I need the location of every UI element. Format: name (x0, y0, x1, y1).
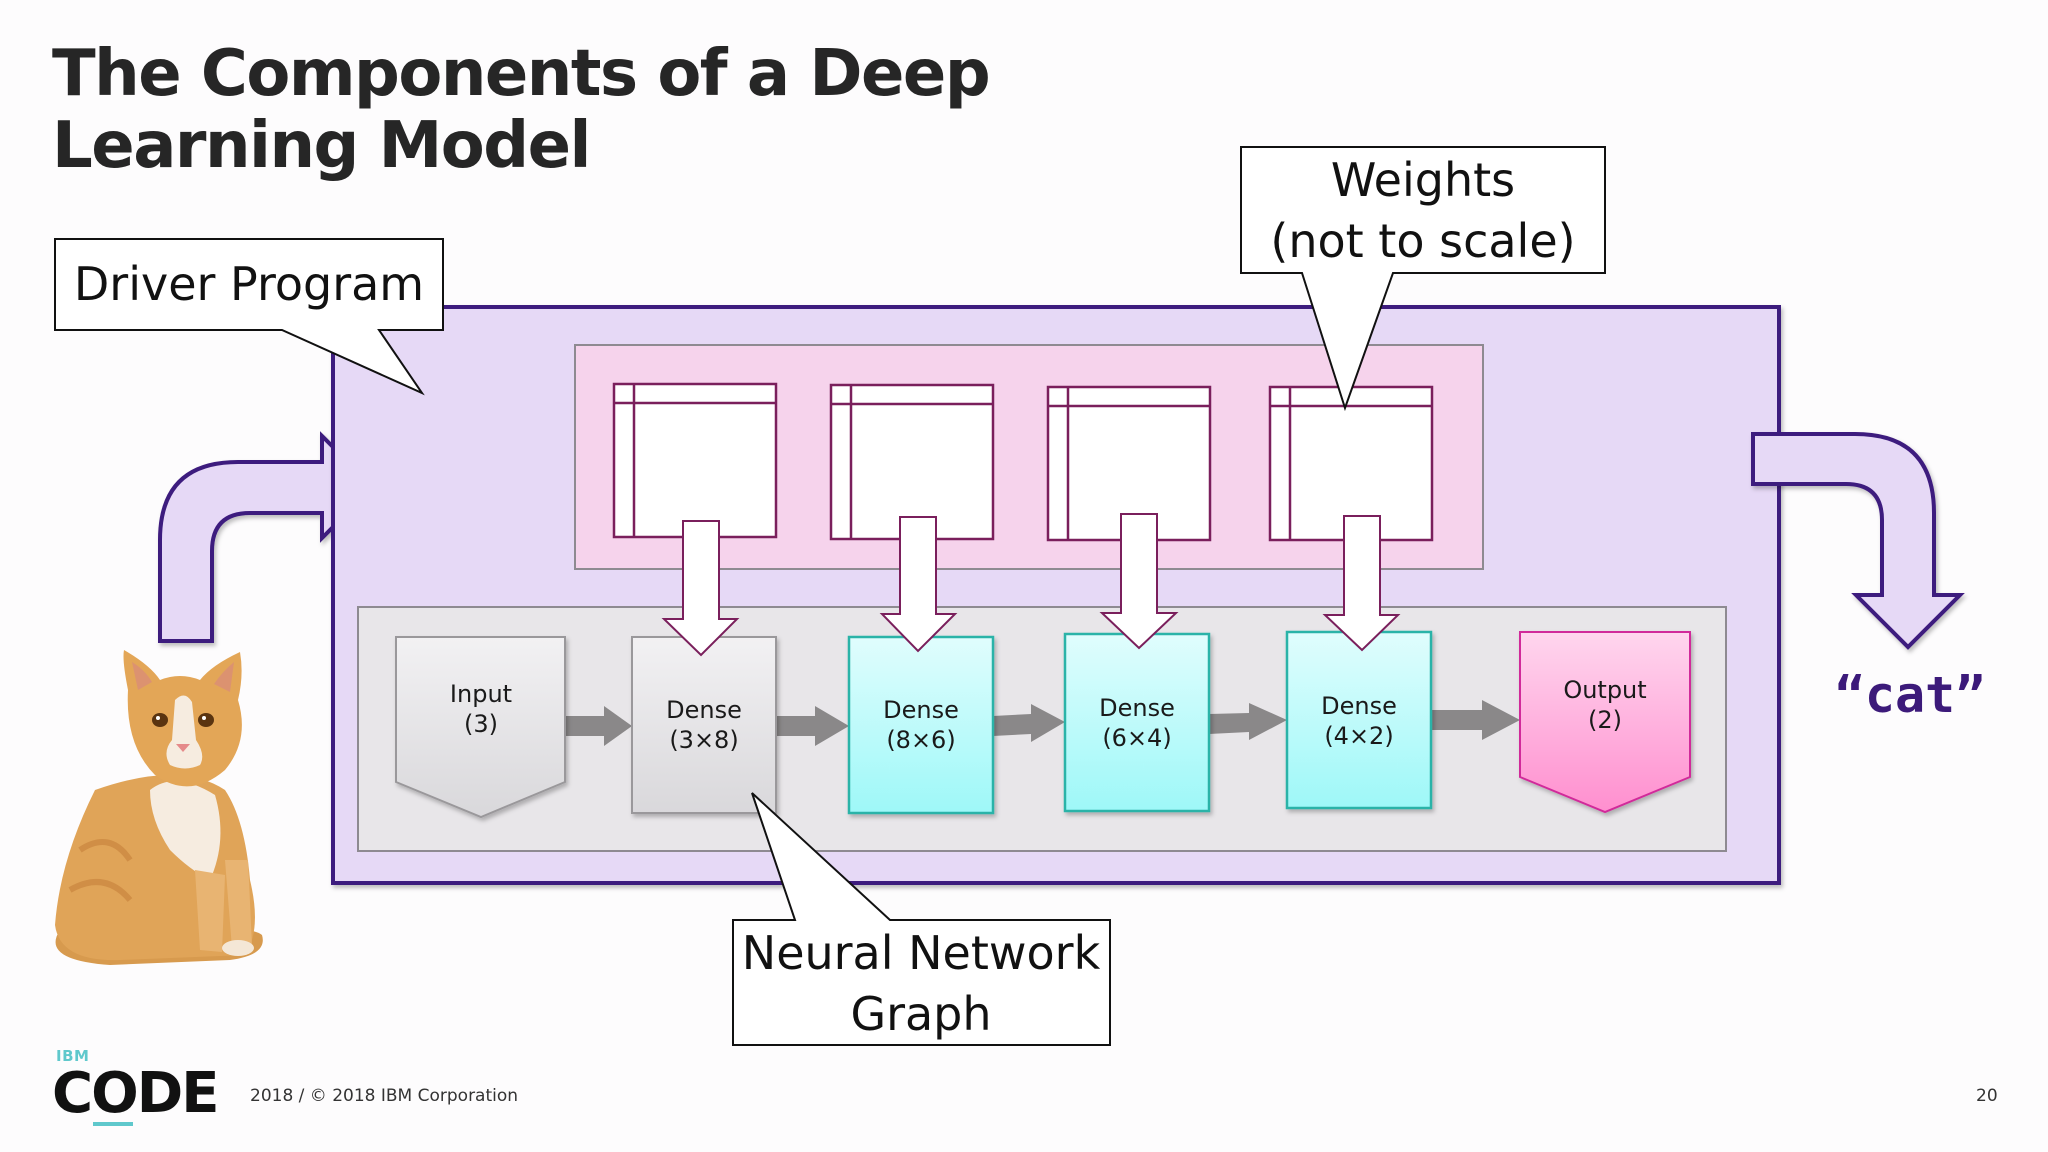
weight-matrix (829, 383, 995, 541)
weights-callout (1240, 146, 1606, 412)
title-line-2: Learning Model (52, 109, 591, 183)
cat-image (55, 650, 263, 965)
copyright-text: 2018 / © 2018 IBM Corporation (250, 1086, 519, 1106)
graph-callout (732, 792, 1111, 1046)
dense-node-name: Dense (1099, 694, 1175, 722)
driver-program-label: Driver Program (74, 257, 424, 311)
weights-label-line1: Weights (1331, 153, 1515, 207)
graph-label-line1: Neural Network (742, 926, 1101, 980)
dense-node-name: Dense (1321, 692, 1397, 720)
output-flow-arrow (1751, 432, 1965, 650)
title-line-1: The Components of a Deep (52, 37, 991, 111)
connector-arrow (565, 706, 632, 746)
graph-label-line2: Graph (850, 987, 991, 1041)
input-flow-arrow (158, 431, 376, 643)
slide-title: The Components of a Deep Learning Model (52, 37, 991, 183)
output-node (1519, 631, 1691, 814)
weight-matrix (612, 382, 778, 539)
dense-node-4x2 (1285, 630, 1433, 810)
dense-node-3x8 (631, 636, 777, 814)
connector-arrow (776, 706, 849, 746)
code-logo: CODE (52, 1061, 219, 1126)
driver-program-callout (54, 238, 444, 396)
dense-node-name: Dense (883, 696, 959, 724)
weight-feed-arrow (1099, 513, 1179, 650)
input-node-shape: (3) (464, 710, 498, 738)
prediction-label: “cat” (1835, 666, 1986, 724)
connector-arrow (1209, 703, 1287, 740)
page-number: 20 (1976, 1086, 1998, 1106)
weight-feed-arrow (661, 520, 740, 657)
dense-node-shape: (4×2) (1324, 722, 1393, 750)
weight-feed-arrow (879, 516, 958, 653)
input-node-name: Input (450, 680, 512, 708)
ibm-logo-small: IBM (56, 1047, 90, 1065)
dense-node-name: Dense (666, 696, 742, 724)
dense-node-shape: (3×8) (669, 726, 738, 754)
connector-arrow (1431, 700, 1520, 740)
dense-node-shape: (8×6) (886, 726, 955, 754)
dense-node-8x6 (847, 635, 995, 815)
output-node-shape: (2) (1588, 706, 1622, 734)
dense-node-6x4 (1063, 632, 1211, 813)
weight-feed-arrow (1322, 515, 1401, 652)
logo-underline (93, 1122, 133, 1126)
weights-label-line2: (not to scale) (1270, 214, 1575, 268)
output-node-name: Output (1563, 676, 1646, 704)
connector-arrow (993, 704, 1065, 742)
input-node (395, 636, 566, 819)
dense-node-shape: (6×4) (1102, 724, 1171, 752)
